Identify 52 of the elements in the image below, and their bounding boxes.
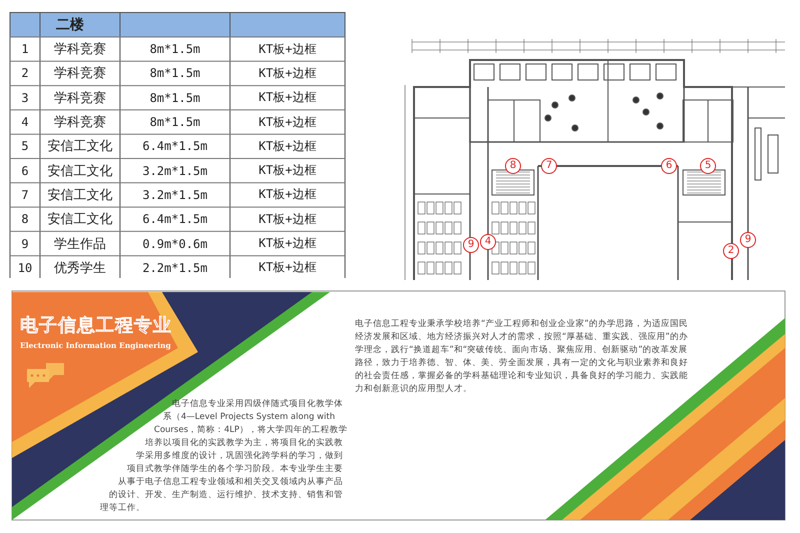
callout-number: 4 xyxy=(480,234,496,250)
callout-number: 2 xyxy=(723,243,739,259)
row-number: 8 xyxy=(20,211,30,228)
row-number: 4 xyxy=(20,114,30,132)
exhibit-material: KT板+边框 xyxy=(258,138,318,155)
exhibit-size: 2.2m*1.5m xyxy=(141,260,209,277)
exhibit-size: 6.4m*1.5m xyxy=(141,138,209,156)
exhibit-size: 8m*1.5m xyxy=(148,114,202,132)
exhibit-size: 8m*1.5m xyxy=(148,65,202,82)
exhibit-size: 6.4m*1.5m xyxy=(141,211,209,228)
callout-number: 9 xyxy=(740,232,756,248)
exhibit-size: 8m*1.5m xyxy=(148,90,202,107)
exhibit-topic: 学科竞赛 xyxy=(53,65,107,84)
exhibit-material: KT板+边框 xyxy=(258,259,318,276)
exhibit-topic: 安信工文化 xyxy=(46,211,114,230)
exhibit-material: KT板+边框 xyxy=(258,64,318,82)
callout-number: 8 xyxy=(505,158,521,174)
callout-number: 6 xyxy=(661,158,677,174)
exhibit-material: KT板+边框 xyxy=(258,40,318,58)
row-number: 3 xyxy=(20,90,30,107)
exhibit-material: KT板+边框 xyxy=(258,114,318,131)
row-number: 2 xyxy=(20,65,30,82)
exhibit-topic: 学科竞赛 xyxy=(53,114,107,132)
banner-title: 电子信息工程专业 xyxy=(20,314,172,337)
exhibit-topic: 安信工文化 xyxy=(46,138,114,156)
exhibit-material: KT板+边框 xyxy=(258,210,318,228)
exhibit-material: KT板+边框 xyxy=(258,186,318,204)
mission-paragraph: 电子信息工程专业秉承学校培养“产业工程师和创业企业家”的办学思路，为适应国民经济发展和区域、地方经济振兴对人才的需求，按照“厚基础、重实践、强应用”的办学理念，践行“换道超车”和“突破传统、面向市场、聚焦应用、创新驱动”的改革发展路径，致力于培养德、智、体、美、劳全面发展，具有一定的文化与职业素养和良好的社会责任感，掌握必备的学科基础理论和专业知识，具备良好的学习能力、实践能力和创新意识的应用型人才。 xyxy=(355,318,689,396)
floor-heading: 二楼 xyxy=(55,16,85,34)
exhibit-material: KT板+边框 xyxy=(258,162,318,180)
exhibit-topic: 安信工文化 xyxy=(46,162,114,181)
exhibit-topic: 优秀学生 xyxy=(53,260,107,278)
callout-number: 5 xyxy=(700,158,716,174)
exhibit-size: 0.9m*0.6m xyxy=(141,236,209,253)
row-number: 1 xyxy=(20,41,30,58)
exhibit-material: KT板+边框 xyxy=(258,89,318,106)
exhibit-size: 3.2m*1.5m xyxy=(141,162,209,180)
exhibit-topic: 安信工文化 xyxy=(46,186,114,205)
row-number: 5 xyxy=(20,138,30,156)
callout-number: 9 xyxy=(463,237,479,253)
exhibit-topic: 学科竞赛 xyxy=(53,41,107,60)
row-number: 9 xyxy=(20,236,30,253)
exhibit-size: 3.2m*1.5m xyxy=(141,186,209,204)
row-number: 6 xyxy=(20,162,30,180)
callout-number: 7 xyxy=(541,158,557,174)
exhibit-material: KT板+边框 xyxy=(258,235,318,252)
row-number: 7 xyxy=(20,186,30,204)
exhibit-size: 8m*1.5m xyxy=(148,41,202,58)
exhibit-topic: 学科竞赛 xyxy=(53,90,107,108)
row-number: 10 xyxy=(16,260,34,277)
exhibit-topic: 学生作品 xyxy=(53,236,107,254)
intro-paragraph: 电子信息专业采用四级伴随式项目化教学体系（4—Level Projects System along with Courses，简称：4LP），将大学四年的工程教学培养以项目化的实践教学为主，将项目化的实践教学采用多维度的设计，巩固强化跨学科的学习，做到项目式教学伴随学生的各个学习阶段。本专业学生主要从事于电子信息工程专业领域和相关交叉领域内从事产品的设计、开发、生产制造、运行维护、技术支持、销售和管理等工作。 xyxy=(99,398,348,515)
